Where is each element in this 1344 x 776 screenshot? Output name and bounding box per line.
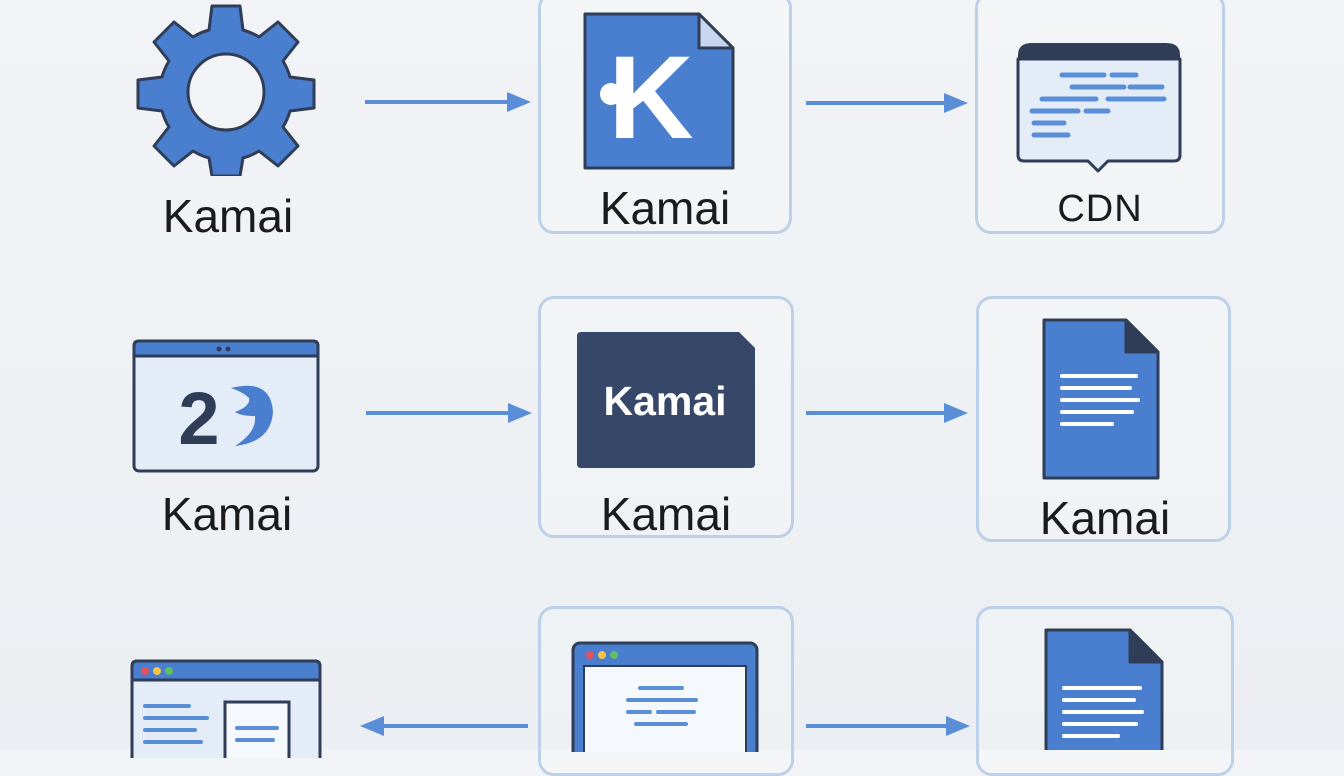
browser-split-window-icon: [130, 659, 322, 758]
flow-arrow-left: [360, 716, 528, 736]
kamai-logo-tile-icon: Kamai: [577, 332, 755, 468]
document-icon: [1044, 628, 1164, 750]
calendar-digit: 2: [178, 377, 219, 460]
node-label-settings: Kamai: [162, 190, 294, 242]
gear-icon: [136, 4, 316, 176]
kamai-k-document-icon: K: [583, 12, 735, 170]
document-icon: [1042, 318, 1160, 480]
node-label-document: Kamai: [1039, 492, 1171, 544]
node-label-cdn: CDN: [1057, 188, 1143, 230]
flow-arrow-right: [366, 403, 532, 423]
flow-arrow-right: [365, 92, 531, 112]
browser-window-icon: [571, 641, 759, 752]
calendar-window-icon: 2: [132, 339, 320, 473]
flow-arrow-right: [806, 716, 970, 736]
kamai-k-letter: K: [608, 32, 693, 164]
node-label-kamai-app: Kamai: [599, 182, 731, 234]
node-label-calendar: Kamai: [161, 488, 293, 540]
flow-arrow-right: [806, 93, 968, 113]
flow-arrow-right: [806, 403, 968, 423]
node-label-kamai-logo: Kamai: [600, 488, 732, 540]
browser-window-icon: [1016, 43, 1182, 173]
flow-diagram: Kamai K Kamai CDN: [130, 0, 1234, 776]
kamai-logo-text: Kamai: [603, 378, 726, 424]
